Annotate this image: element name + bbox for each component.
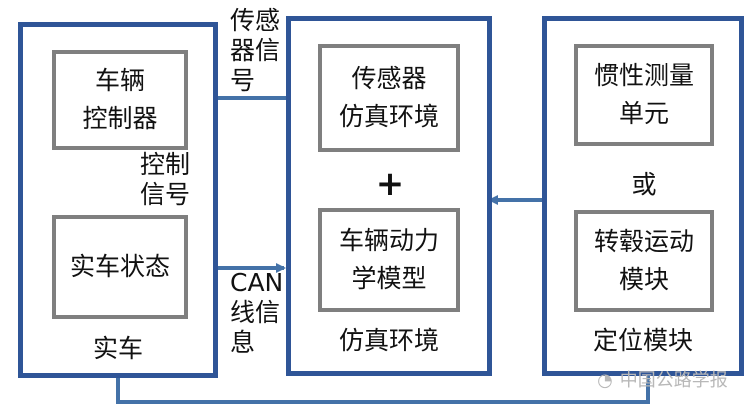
watermark: ◔ 中国公路学报 bbox=[596, 370, 728, 392]
can-info-line3: 息 bbox=[230, 328, 256, 357]
simulation-title: 仿真环境 bbox=[338, 326, 439, 355]
can-info-line2: 线信 bbox=[230, 298, 281, 327]
imu-line1: 惯性测量 bbox=[593, 61, 694, 90]
sensor-signal-label: 传感 器信 号 bbox=[230, 6, 290, 96]
positioning-title: 定位模块 bbox=[592, 326, 693, 355]
vehicle-dynamics-line2: 学模型 bbox=[351, 264, 427, 293]
or-label: 或 bbox=[631, 170, 657, 199]
plus-sign: + bbox=[375, 164, 405, 204]
vehicle-controller-line2: 控制器 bbox=[82, 104, 158, 133]
real-vehicle-title: 实车 bbox=[92, 334, 143, 363]
sensor-signal-line2: 器信 bbox=[230, 36, 281, 65]
wechat-icon: ◔ bbox=[597, 370, 613, 391]
watermark-text: 中国公路学报 bbox=[619, 370, 728, 391]
hub-motion-line2: 模块 bbox=[618, 265, 669, 294]
real-vehicle-state-label: 实车状态 bbox=[69, 252, 170, 281]
sensor-signal-line1: 传感 bbox=[230, 6, 281, 35]
sensor-sim-env-box: 传感器 仿真环境 bbox=[318, 44, 460, 152]
control-signal-line2: 信号 bbox=[140, 180, 191, 209]
sensor-signal-line3: 号 bbox=[230, 66, 256, 95]
sensor-sim-env-line1: 传感器 bbox=[351, 64, 427, 93]
control-signal-line1: 控制 bbox=[140, 150, 191, 179]
real-vehicle-state-box: 实车状态 bbox=[52, 215, 188, 319]
hub-motion-box: 转毂运动 模块 bbox=[574, 210, 714, 312]
sensor-sim-env-line2: 仿真环境 bbox=[338, 102, 439, 131]
vehicle-controller-box: 车辆 控制器 bbox=[52, 50, 188, 150]
imu-line2: 单元 bbox=[618, 99, 669, 128]
bottom-link-line bbox=[116, 376, 650, 404]
hub-motion-line1: 转毂运动 bbox=[593, 227, 694, 256]
control-signal-label: 控制 信号 bbox=[140, 150, 200, 210]
vehicle-controller-line1: 车辆 bbox=[94, 66, 145, 95]
imu-box: 惯性测量 单元 bbox=[574, 44, 714, 146]
can-info-line1: CAN bbox=[230, 268, 284, 297]
vehicle-dynamics-box: 车辆动力 学模型 bbox=[318, 208, 460, 312]
can-info-label: CAN 线信 息 bbox=[230, 268, 290, 358]
vehicle-dynamics-line1: 车辆动力 bbox=[338, 226, 439, 255]
